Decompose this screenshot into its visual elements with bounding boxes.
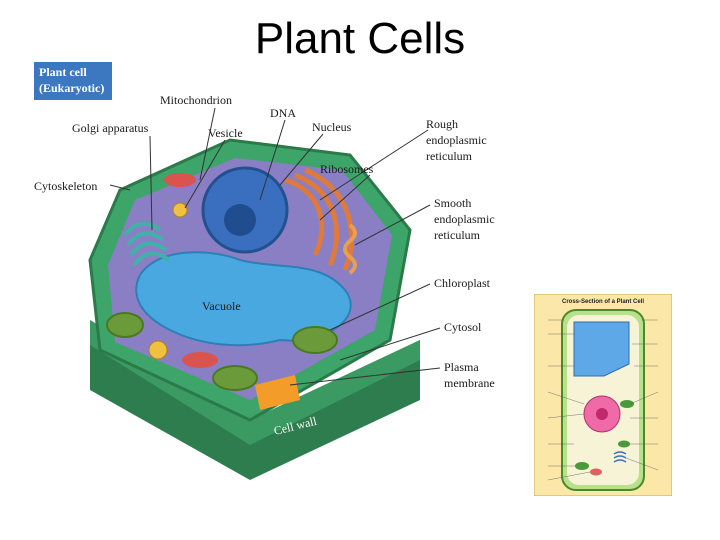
inset-chloroplast-2 xyxy=(575,462,589,470)
label-cytoskeleton: Cytoskeleton xyxy=(34,179,97,193)
label-dna: DNA xyxy=(270,106,296,120)
vacuole-label: Vacuole xyxy=(202,299,241,313)
badge-line1: Plant cell xyxy=(39,65,87,79)
chloroplast xyxy=(106,312,144,338)
label-nucleus: Nucleus xyxy=(312,120,352,134)
inset-chloroplast-1 xyxy=(620,400,634,408)
label-golgi: Golgi apparatus xyxy=(72,121,149,135)
vesicle-2 xyxy=(148,340,168,360)
smooth-er xyxy=(343,223,357,275)
cell-wall-base xyxy=(90,320,420,480)
label-vesicle: Vesicle xyxy=(208,126,243,140)
mitochondrion xyxy=(164,173,196,187)
label-plasma-1: Plasma xyxy=(444,360,479,374)
vesicle xyxy=(172,202,188,218)
plant-cell-diagram: Plant cell (Eukaryotic) Vacuole Cell wal… xyxy=(34,62,495,480)
vacuole xyxy=(135,251,352,347)
inset-chloroplast-3 xyxy=(618,440,630,448)
label-rough-er-1: Rough xyxy=(426,117,458,131)
label-smooth-er-1: Smooth xyxy=(434,196,471,210)
leader-lines xyxy=(109,107,441,386)
label-ribosomes: Ribosomes xyxy=(320,162,374,176)
mitochondrion-2 xyxy=(182,352,218,368)
cross-section-diagram: Cross-Section of a Plant Cell xyxy=(534,294,672,496)
label-plasma-2: membrane xyxy=(444,376,495,390)
cell-wall-base-top xyxy=(90,320,420,445)
badge-line2: (Eukaryotic) xyxy=(39,81,104,95)
inset-title: Cross-Section of a Plant Cell xyxy=(562,299,644,305)
inset-vacuole xyxy=(573,321,630,377)
chloroplast-2 xyxy=(292,326,338,354)
diagram-badge xyxy=(34,62,112,100)
nucleolus xyxy=(224,204,256,236)
golgi-apparatus xyxy=(123,221,171,267)
label-smooth-er-3: reticulum xyxy=(434,228,481,242)
chloroplast-3 xyxy=(212,365,258,391)
label-rough-er-2: endoplasmic xyxy=(426,133,487,147)
inset-leader-lines xyxy=(547,319,659,481)
label-cytosol: Cytosol xyxy=(444,320,482,334)
inset-nucleolus xyxy=(596,408,608,420)
slide-title: Plant Cells xyxy=(254,14,466,63)
inset-mitochondrion xyxy=(590,468,602,476)
label-rough-er-3: reticulum xyxy=(426,149,473,163)
cell-wall-cutout xyxy=(255,375,300,410)
label-smooth-er-2: endoplasmic xyxy=(434,212,495,226)
label-mitochondrion: Mitochondrion xyxy=(160,93,232,107)
label-chloroplast: Chloroplast xyxy=(434,276,491,290)
inset-golgi xyxy=(613,451,627,463)
